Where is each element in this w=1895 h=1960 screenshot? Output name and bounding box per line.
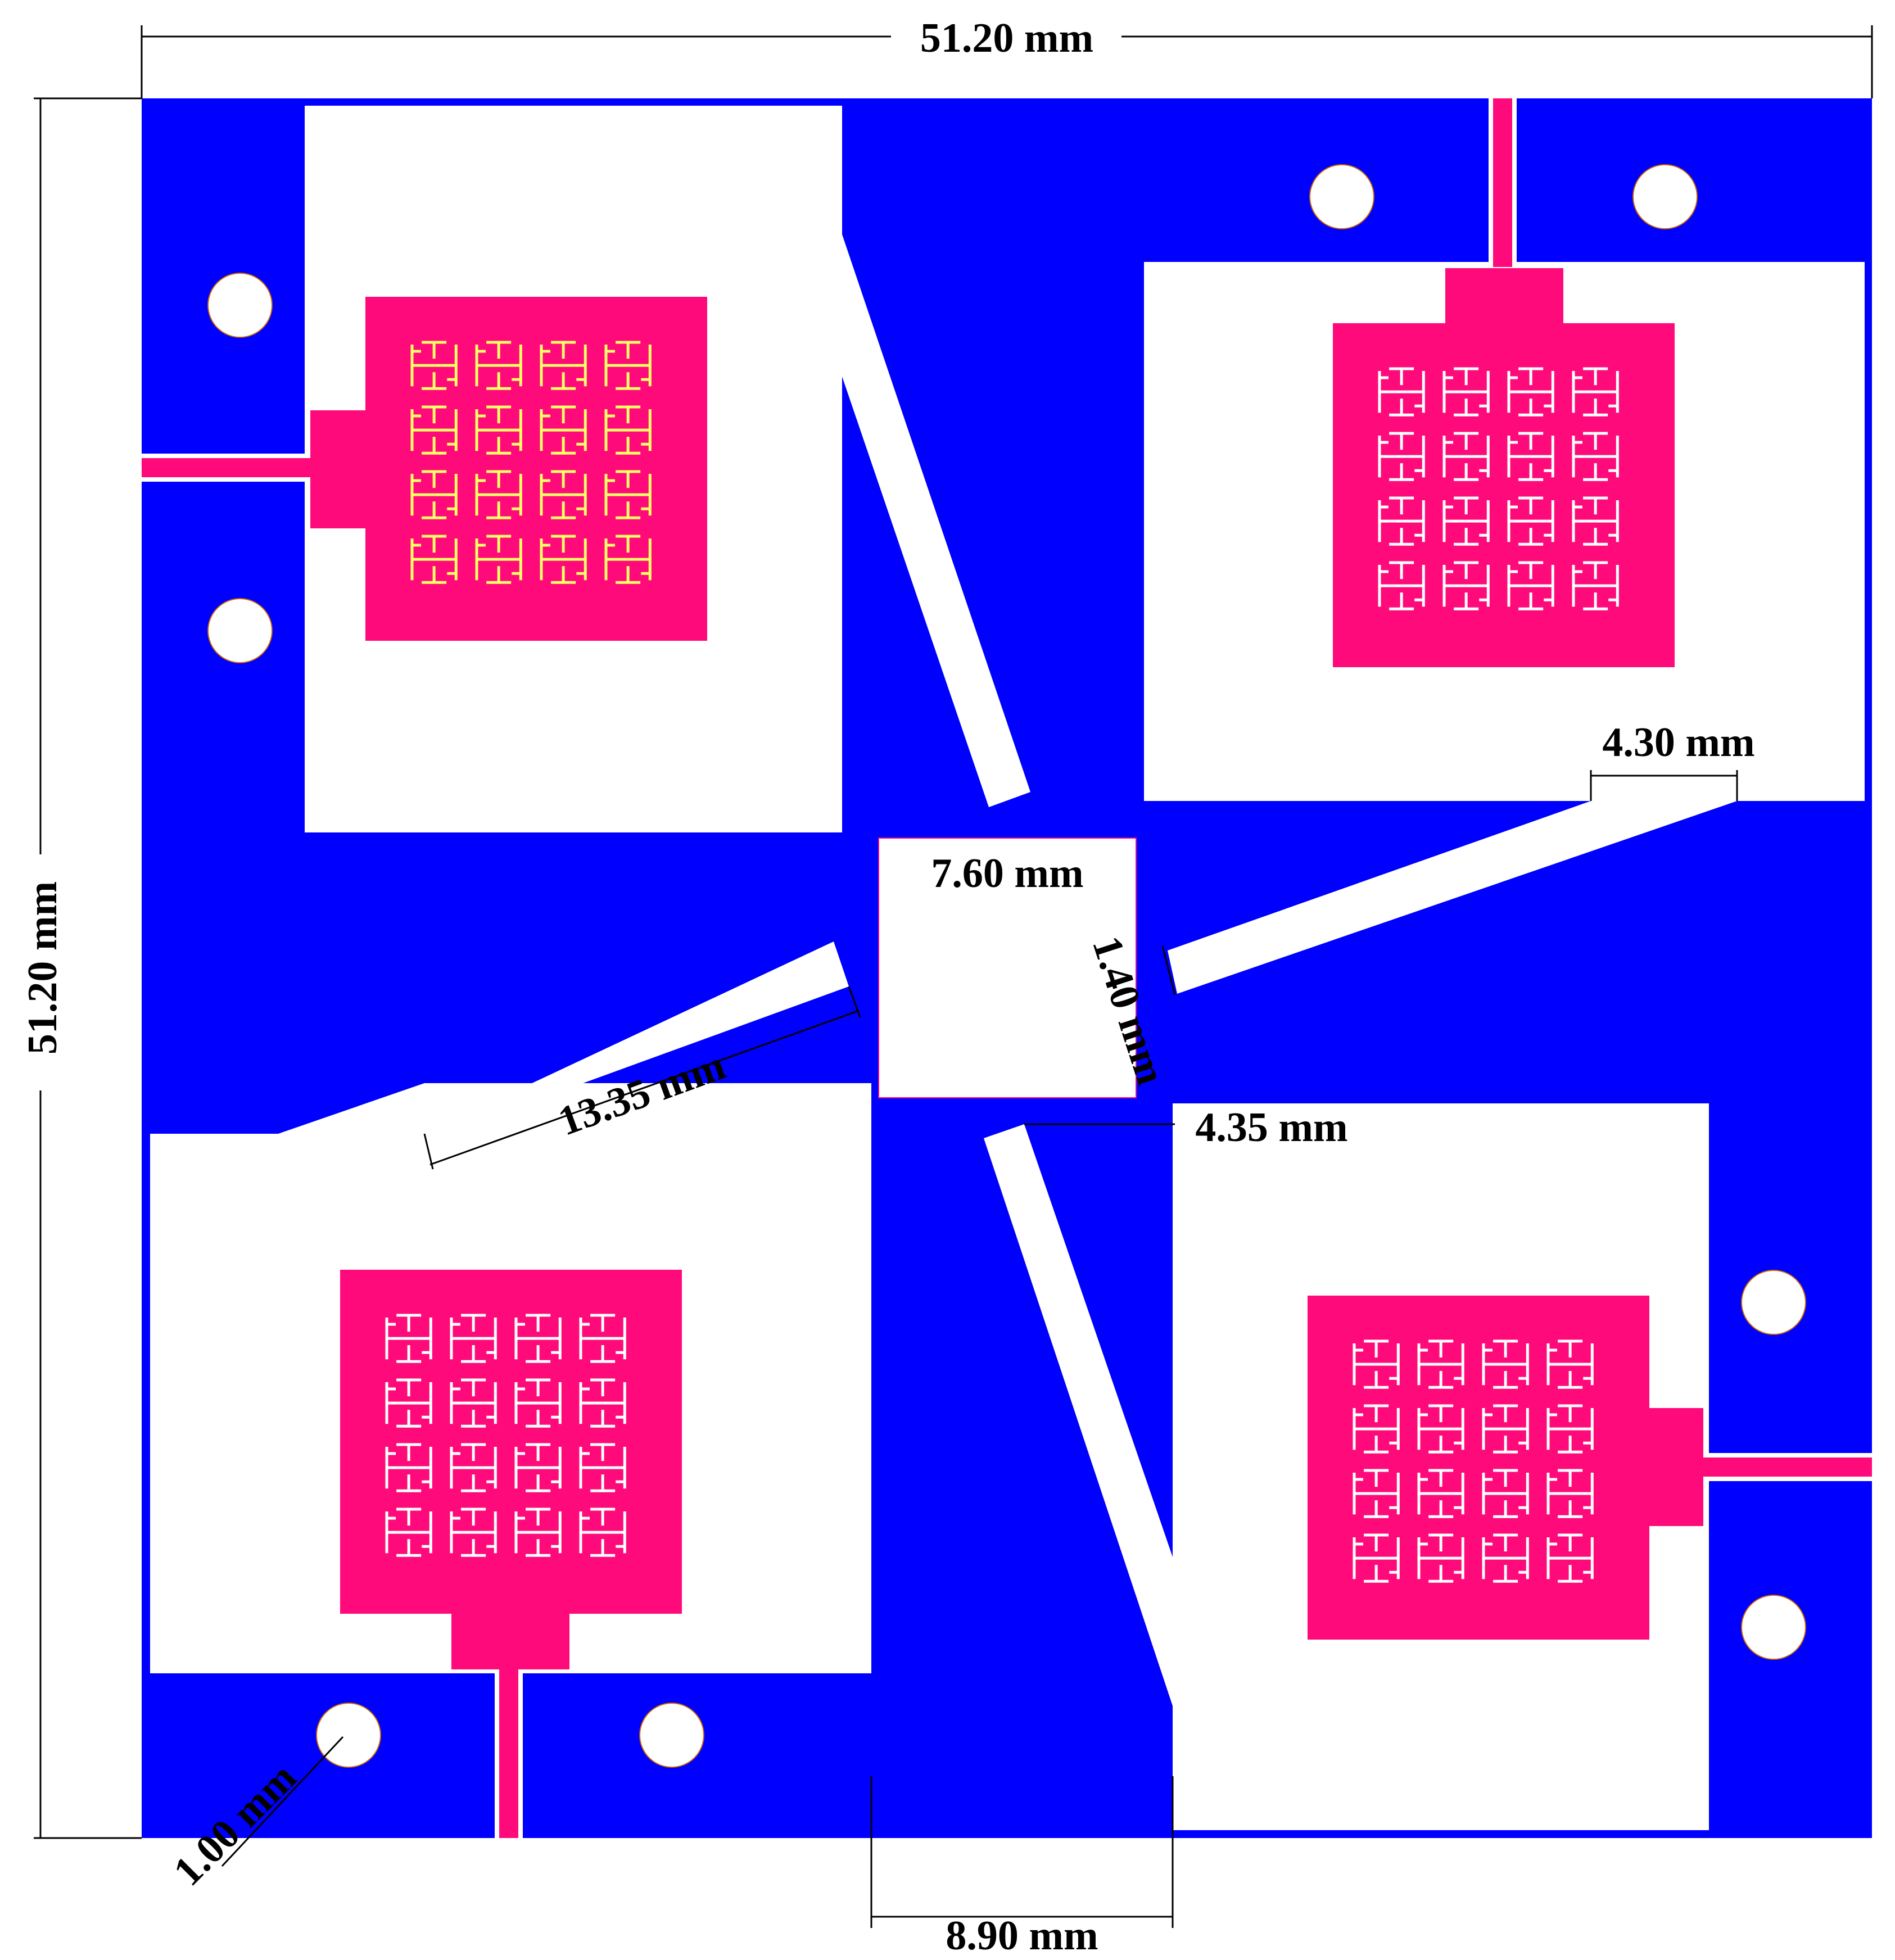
slot-upper-left xyxy=(842,234,1030,807)
slot-lower-left xyxy=(424,941,849,1134)
label-feed-gap-center: 4.35 mm xyxy=(1195,1105,1347,1151)
label-feed-gap-top: 4.30 mm xyxy=(1602,719,1754,766)
label-bottom-gap: 8.90 mm xyxy=(946,1913,1098,1959)
hole-2 xyxy=(207,598,273,663)
hole-6 xyxy=(1741,1595,1806,1660)
feed-line-bottom-right xyxy=(1698,1457,1872,1477)
hole-5 xyxy=(1741,1270,1806,1335)
feed-line-top-right xyxy=(1493,98,1512,267)
dim-140-line xyxy=(1161,945,1176,995)
dim-1335-tick-left xyxy=(423,1133,434,1170)
dim-100-leader xyxy=(221,1736,344,1867)
diagonal-slots xyxy=(424,234,1737,1706)
fractal-slot-patterns xyxy=(385,341,1619,1583)
patch-bottom-left xyxy=(340,1270,682,1614)
slot-upper-right xyxy=(1168,801,1737,994)
hole-1 xyxy=(207,273,273,338)
label-overall-width: 51.20 mm xyxy=(920,15,1093,61)
label-center-square: 7.60 mm xyxy=(931,850,1083,897)
patch-top-left xyxy=(365,297,707,641)
feed-line-top-left xyxy=(142,458,310,477)
mounting-holes xyxy=(207,164,1806,1768)
feed-line-bottom-left xyxy=(499,1664,518,1838)
center-square xyxy=(878,838,1137,1098)
patch-bottom-right xyxy=(1308,1296,1649,1640)
label-overall-height: 51.20 mm xyxy=(20,881,66,1054)
hole-8 xyxy=(639,1703,704,1768)
hole-7 xyxy=(316,1703,381,1768)
dimension-labels: 51.20 mm 51.20 mm 4.30 mm 7.60 mm 1.40 m… xyxy=(16,11,1755,1959)
feed-stub-bottom-left xyxy=(451,1613,569,1669)
slot-lower-right xyxy=(984,1124,1173,1706)
label-bg-height xyxy=(16,854,66,1090)
dim-1335-line xyxy=(429,1010,860,1166)
top-left-edge-notch xyxy=(142,98,305,454)
feed-stub-top-right xyxy=(1445,268,1563,324)
label-bg-width xyxy=(891,11,1121,62)
hole-4 xyxy=(1632,164,1698,229)
patch-top-right xyxy=(1333,323,1675,667)
dim-1335-tick-right xyxy=(848,986,861,1018)
hole-3 xyxy=(1309,164,1374,229)
feed-structures xyxy=(142,98,1872,1838)
feed-stub-top-left xyxy=(310,410,367,528)
feed-stub-bottom-right xyxy=(1647,1408,1703,1526)
